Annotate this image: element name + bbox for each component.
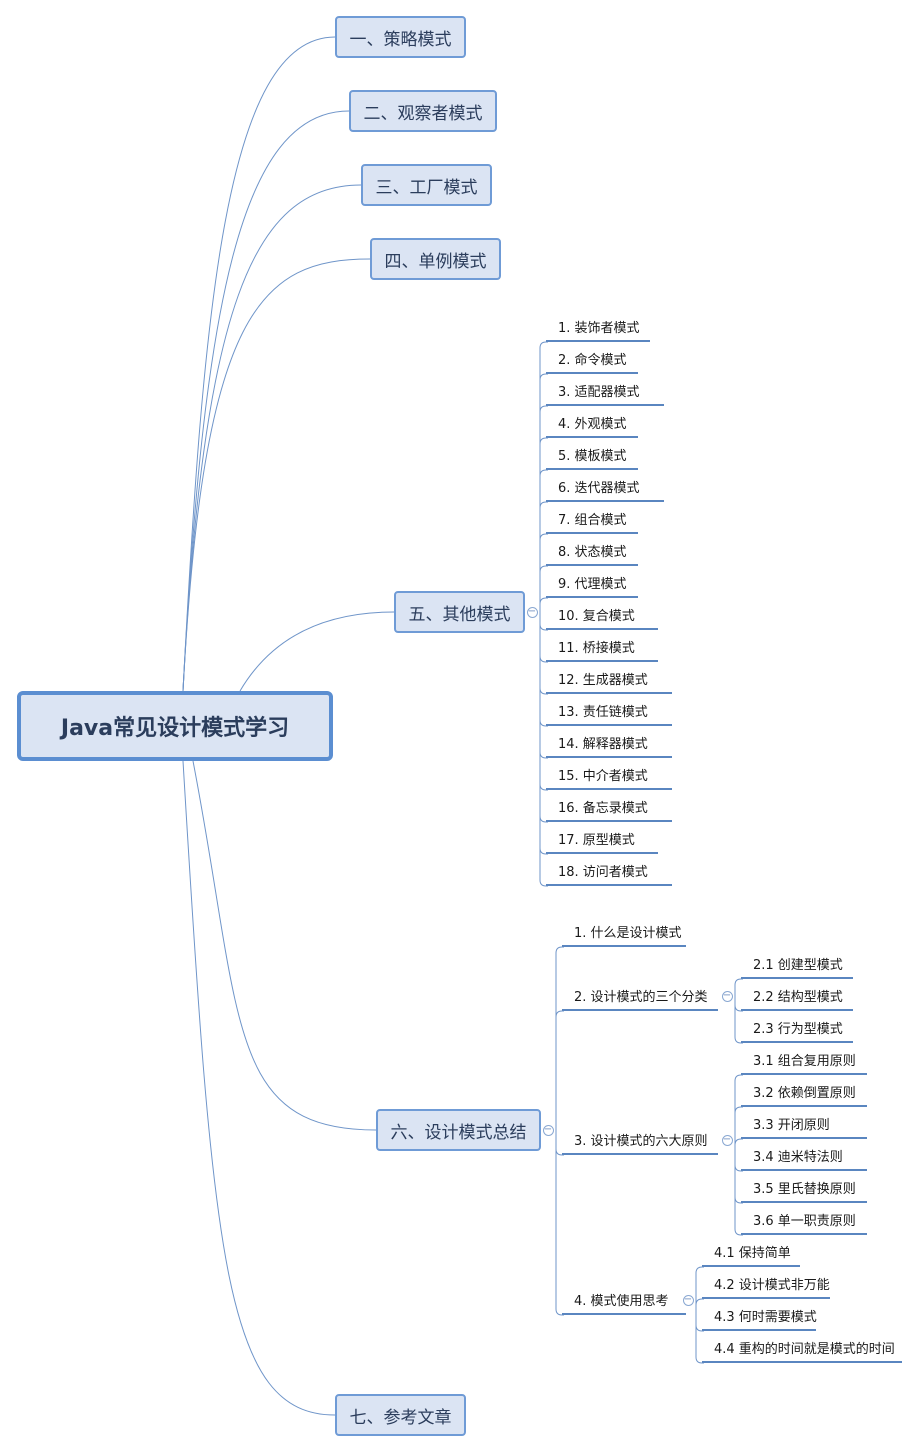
connector-line	[695, 1300, 704, 1364]
subtopic-usage-thought[interactable]: 4.3 何时需要模式	[702, 1309, 817, 1331]
collapse-toggle-summary[interactable]: −	[542, 1123, 554, 1136]
subtopic-category[interactable]: 2.3 行为型模式	[741, 1021, 853, 1043]
connector-line	[555, 1010, 564, 1130]
connector-line	[539, 501, 548, 612]
subtopic-other-pattern[interactable]: 1. 装饰者模式	[546, 320, 650, 342]
subtopic-other-pattern[interactable]: 6. 迭代器模式	[546, 480, 664, 502]
connector-line	[539, 612, 548, 887]
subtopic-other-pattern[interactable]: 13. 责任链模式	[546, 704, 672, 726]
connector-line	[539, 612, 548, 791]
connector-line	[182, 760, 336, 1416]
connector-line	[695, 1266, 704, 1300]
subtopic-usage-thought[interactable]: 4.2 设计模式非万能	[702, 1277, 830, 1299]
connector-line	[182, 36, 336, 692]
subtopic-category[interactable]: 2.2 结构型模式	[741, 989, 853, 1011]
subtopic-other-pattern[interactable]: 9. 代理模式	[546, 576, 638, 598]
subtopic-other-pattern[interactable]: 17. 原型模式	[546, 832, 658, 854]
subtopic-other-pattern[interactable]: 10. 复合模式	[546, 608, 658, 630]
subtopic-summary-item[interactable]: 1. 什么是设计模式	[562, 925, 686, 947]
subtopic-principle[interactable]: 3.5 里氏替换原则	[741, 1181, 867, 1203]
connector-line	[555, 1130, 564, 1316]
connector-line	[539, 373, 548, 612]
subtopic-principle[interactable]: 3.1 组合复用原则	[741, 1053, 867, 1075]
connector-line	[192, 760, 377, 1131]
connector-line	[734, 1074, 743, 1140]
topic-singleton-pattern[interactable]: 四、单例模式	[370, 238, 501, 280]
subtopic-other-pattern[interactable]: 8. 状态模式	[546, 544, 638, 566]
subtopic-category[interactable]: 2.1 创建型模式	[741, 957, 853, 979]
root-topic-java-design-patterns[interactable]: Java常见设计模式学习	[17, 691, 333, 761]
subtopic-principle[interactable]: 3.3 开闭原则	[741, 1117, 867, 1139]
topic-observer-pattern[interactable]: 二、观察者模式	[349, 90, 497, 132]
connector-line	[182, 110, 350, 692]
connector-line	[734, 978, 743, 996]
subtopic-other-pattern[interactable]: 7. 组合模式	[546, 512, 638, 534]
subtopic-other-pattern[interactable]: 3. 适配器模式	[546, 384, 664, 406]
connector-line	[539, 469, 548, 612]
connector-line	[182, 184, 362, 692]
subtopic-other-pattern[interactable]: 2. 命令模式	[546, 352, 638, 374]
collapse-toggle-categories[interactable]: −	[721, 989, 733, 1002]
subtopic-other-pattern[interactable]: 15. 中介者模式	[546, 768, 672, 790]
subtopic-summary-item[interactable]: 3. 设计模式的六大原则	[562, 1133, 718, 1155]
subtopic-other-pattern[interactable]: 16. 备忘录模式	[546, 800, 672, 822]
topic-reference-articles[interactable]: 七、参考文章	[335, 1394, 466, 1436]
connector-line	[734, 1138, 743, 1146]
subtopic-usage-thought[interactable]: 4.4 重构的时间就是模式的时间	[702, 1341, 902, 1363]
subtopic-other-pattern[interactable]: 12. 生成器模式	[546, 672, 672, 694]
topic-factory-pattern[interactable]: 三、工厂模式	[361, 164, 492, 206]
subtopic-other-pattern[interactable]: 18. 访问者模式	[546, 864, 672, 886]
connector-line	[539, 405, 548, 612]
connector-line	[734, 1140, 743, 1236]
connector-line	[539, 437, 548, 612]
connector-line	[734, 1106, 743, 1140]
collapse-toggle-principles[interactable]: −	[721, 1133, 733, 1146]
connector-line	[182, 258, 371, 692]
topic-other-patterns[interactable]: 五、其他模式	[394, 591, 525, 633]
subtopic-other-pattern[interactable]: 14. 解释器模式	[546, 736, 672, 758]
subtopic-summary-item[interactable]: 2. 设计模式的三个分类	[562, 989, 718, 1011]
collapse-toggle-usage-thoughts[interactable]: −	[682, 1293, 694, 1306]
connector-line	[539, 341, 548, 612]
subtopic-principle[interactable]: 3.6 单一职责原则	[741, 1213, 867, 1235]
connector-line	[555, 946, 564, 1130]
subtopic-principle[interactable]: 3.4 迪米特法则	[741, 1149, 867, 1171]
subtopic-usage-thought[interactable]: 4.1 保持简单	[702, 1245, 800, 1267]
subtopic-principle[interactable]: 3.2 依赖倒置原则	[741, 1085, 867, 1107]
subtopic-other-pattern[interactable]: 4. 外观模式	[546, 416, 638, 438]
subtopic-other-pattern[interactable]: 5. 模板模式	[546, 448, 638, 470]
connector-line	[539, 597, 548, 612]
connector-line	[539, 565, 548, 612]
connector-line	[539, 533, 548, 612]
subtopic-other-pattern[interactable]: 11. 桥接模式	[546, 640, 658, 662]
connector-line	[695, 1298, 704, 1306]
connector-line	[239, 611, 395, 692]
subtopic-summary-item[interactable]: 4. 模式使用思考	[562, 1293, 686, 1315]
topic-design-pattern-summary[interactable]: 六、设计模式总结	[376, 1109, 541, 1151]
topic-strategy-pattern[interactable]: 一、策略模式	[335, 16, 466, 58]
collapse-toggle-other-patterns[interactable]: −	[526, 605, 538, 618]
connector-line	[734, 996, 743, 1044]
